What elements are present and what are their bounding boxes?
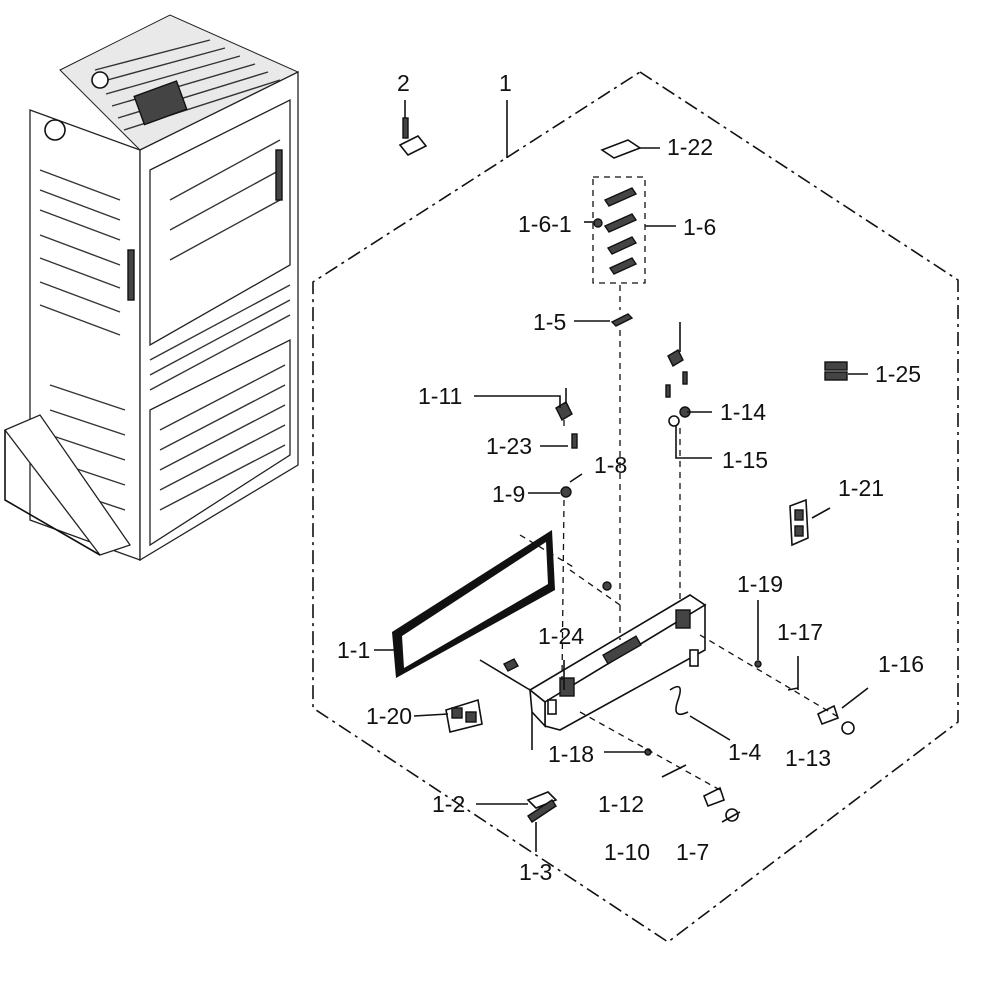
part-1-2-cap [526, 791, 558, 809]
label-1-18: 1-18 [548, 741, 594, 767]
label-1-21: 1-21 [838, 475, 884, 501]
label-1-6-1: 1-6-1 [518, 211, 572, 237]
part-1-6-nozzles [603, 187, 638, 275]
part-screw-mid [602, 581, 612, 591]
label-1-15: 1-15 [722, 447, 768, 473]
label-1-23: 1-23 [486, 433, 532, 459]
part-1-25-connector [824, 361, 848, 381]
part-1-3-bar [527, 799, 557, 823]
part-1-6-1-screw [593, 218, 603, 228]
part-1-13-hinge-bracket [816, 704, 855, 735]
label-2: 2 [397, 70, 410, 96]
assembly-guide-lines [479, 285, 841, 791]
part-1-22-cover [600, 139, 642, 159]
part-1-9-bushing [560, 486, 572, 498]
label-1-12: 1-12 [598, 791, 644, 817]
part-1-8-dispenser-housing [528, 594, 707, 731]
label-1-16: 1-16 [878, 651, 924, 677]
part-1-4-wire [669, 685, 689, 716]
refrigerator-cabinet [3, 14, 300, 562]
label-1-17: 1-17 [777, 619, 823, 645]
part-1-17-rod [787, 687, 799, 691]
label-1-14: 1-14 [720, 399, 766, 425]
part-1-5-seal [610, 313, 634, 327]
part-1-15-washer [668, 415, 680, 427]
part-1-1-gasket [392, 530, 555, 678]
label-1-7: 1-7 [676, 839, 709, 865]
label-1-1: 1-1 [337, 637, 370, 663]
label-1-8: 1-8 [594, 452, 627, 478]
part-2-bracket [398, 100, 428, 157]
label-1-11: 1-11 [418, 383, 462, 409]
leader-lines [374, 100, 869, 852]
part-1-20-hinge [445, 698, 483, 733]
part-1-19-pin [754, 660, 762, 668]
label-1-10: 1-10 [604, 839, 650, 865]
part-1-24-clip [503, 658, 519, 672]
label-1-13: 1-13 [785, 745, 831, 771]
part-1-21-bracket [789, 498, 809, 547]
label-1: 1 [499, 70, 512, 96]
label-1-22: 1-22 [667, 134, 713, 160]
label-1-20: 1-20 [366, 703, 412, 729]
label-1-24: 1-24 [538, 623, 584, 649]
label-1-25: 1-25 [875, 361, 921, 387]
label-1-19: 1-19 [737, 571, 783, 597]
part-1-23-pin [571, 433, 578, 449]
part-1-11-hinge-cap [555, 401, 573, 421]
part-1-12-rod [661, 764, 687, 778]
label-1-4: 1-4 [728, 739, 761, 765]
label-1-5: 1-5 [533, 309, 566, 335]
label-1-3: 1-3 [519, 859, 552, 885]
label-1-2: 1-2 [432, 791, 465, 817]
label-1-9: 1-9 [492, 481, 525, 507]
assembly-1-boundary [312, 71, 959, 943]
label-1-6: 1-6 [683, 214, 716, 240]
part-1-6-group-box [592, 176, 646, 284]
part-1-14-hinge-screws [665, 349, 691, 418]
part-labels: 2 1 1-22 1-6-1 1-6 1-5 1-25 1-11 1-14 1-… [337, 70, 924, 885]
